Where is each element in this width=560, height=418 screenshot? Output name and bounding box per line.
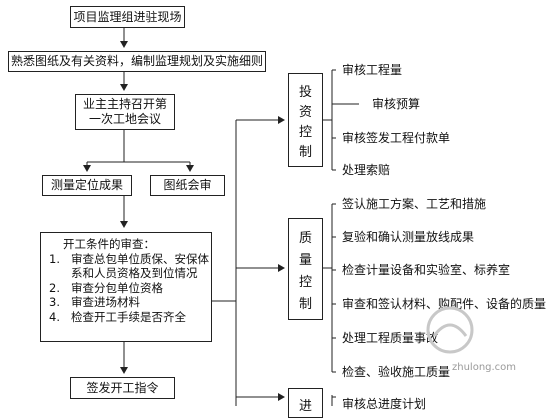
step-issue-start-order-label: 签发开工指令 bbox=[86, 380, 159, 395]
start-conditions-box: 开工条件的审查： 1. 审查总包单位质保、安保体 系和人员资格及到位情况 2. … bbox=[40, 232, 212, 342]
investment-item: 审核签发工程付款单 bbox=[342, 131, 451, 145]
step-first-meeting-line1: 业主主持召开第 bbox=[82, 97, 167, 111]
step-survey-results: 测量定位成果 bbox=[42, 175, 132, 196]
step-prepare-plan: 熟悉图纸及有关资料，编制监理规划及实施细则 bbox=[8, 51, 266, 72]
quality-item: 检查计量设备和实验室、标养室 bbox=[342, 263, 511, 277]
step-drawing-review: 图纸会审 bbox=[150, 175, 225, 196]
step-survey-results-label: 测量定位成果 bbox=[50, 178, 123, 192]
watermark-logo-icon bbox=[426, 306, 474, 354]
step-first-meeting-line2: 一次工地会议 bbox=[88, 112, 161, 126]
investment-item: 处理索赔 bbox=[342, 163, 391, 177]
condition-item: 2. 审查分包单位资格 bbox=[49, 280, 163, 295]
quality-item: 检查、验收施工质量 bbox=[342, 365, 451, 379]
investment-control-box: 投 资 控 制 bbox=[288, 73, 323, 167]
step-issue-start-order: 签发开工指令 bbox=[70, 377, 175, 399]
step-enter-site-label: 项目监理组进驻现场 bbox=[73, 9, 182, 24]
condition-item: 3. 审查进场材料 bbox=[49, 295, 140, 309]
watermark-text: zhulong.com bbox=[452, 362, 517, 373]
start-conditions-title: 开工条件的审查： bbox=[63, 237, 155, 251]
condition-item: 4. 检查开工手续是否齐全 bbox=[49, 309, 186, 324]
step-prepare-plan-label: 熟悉图纸及有关资料，编制监理规划及实施细则 bbox=[10, 54, 263, 68]
connector-lines bbox=[83, 28, 359, 406]
quality-item: 签认施工方案、工艺和措施 bbox=[342, 197, 487, 211]
schedule-control-box: 进 bbox=[288, 388, 323, 418]
quality-control-box: 质 量 控 制 bbox=[288, 218, 323, 320]
step-drawing-review-label: 图纸会审 bbox=[163, 178, 212, 192]
quality-item: 复验和确认测量放线成果 bbox=[342, 230, 475, 244]
condition-item: 1. 审查总包单位质保、安保体 系和人员资格及到位情况 bbox=[49, 251, 209, 281]
schedule-item: 审核总进度计划 bbox=[342, 397, 427, 411]
step-first-meeting: 业主主持召开第 一次工地会议 bbox=[75, 94, 175, 130]
investment-item: 审核工程量 bbox=[342, 63, 403, 77]
quality-item: 处理工程质量事故 bbox=[342, 331, 439, 345]
investment-item: 审核预算 bbox=[372, 97, 421, 111]
quality-item: 审查和签认材料、购配件、设备的质量 bbox=[342, 297, 547, 311]
step-enter-site: 项目监理组进驻现场 bbox=[70, 6, 185, 28]
